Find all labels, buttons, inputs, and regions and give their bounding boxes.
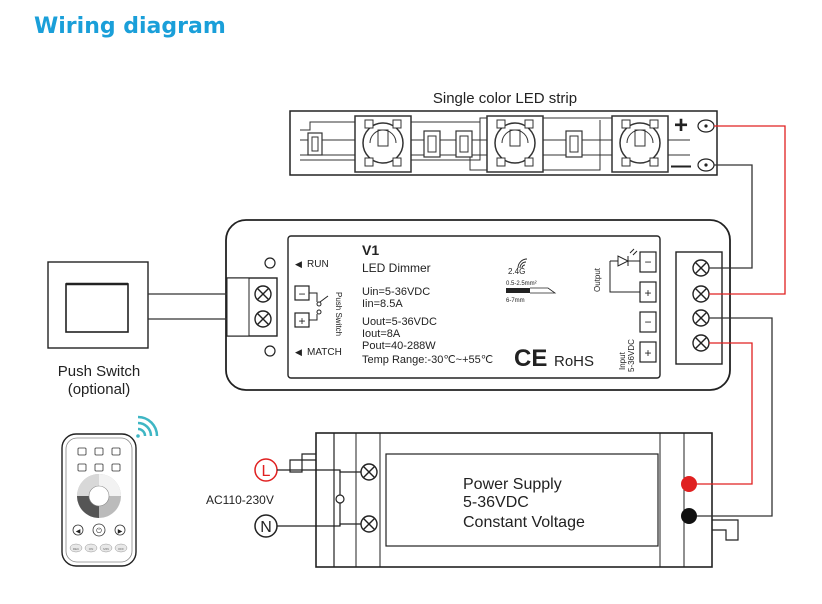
svg-text:MIN: MIN — [103, 547, 109, 551]
led-strip: Single color LED strip — [289, 90, 718, 177]
push-switch-optional: (optional) — [68, 381, 131, 398]
svg-text:+: + — [644, 286, 651, 300]
power-supply-type: Constant Voltage — [463, 514, 585, 531]
resistor-icon — [565, 130, 583, 158]
svg-text:6-7mm: 6-7mm — [506, 298, 525, 304]
svg-text:Pout=40-288W: Pout=40-288W — [362, 340, 436, 352]
svg-text:OFF: OFF — [118, 547, 124, 551]
led-chip-icon — [611, 115, 669, 173]
input-spec: 5-36VDC — [627, 339, 636, 372]
led-chip-icon — [486, 115, 544, 173]
rohs-mark: RoHS — [554, 353, 594, 370]
power-supply-name: Power Supply — [463, 476, 562, 493]
svg-text:ON: ON — [89, 547, 94, 551]
svg-text:Iout=8A: Iout=8A — [362, 328, 401, 340]
svg-text:N: N — [260, 519, 272, 536]
screw-terminal-icon — [254, 285, 272, 303]
svg-text:REC: REC — [73, 547, 80, 551]
led-strip-minus: — — [671, 155, 691, 177]
svg-text:Temp Range:-30℃~+55℃: Temp Range:-30℃~+55℃ — [362, 354, 493, 366]
screw-terminal-icon — [692, 334, 710, 352]
svg-text:L: L — [262, 463, 271, 480]
screw-terminal-icon — [692, 309, 710, 327]
svg-text:−: − — [298, 287, 305, 301]
screw-terminal-icon — [254, 310, 272, 328]
svg-text:Uout=5-36VDC: Uout=5-36VDC — [362, 316, 437, 328]
screw-terminal-icon — [360, 463, 378, 481]
wireless-signal-icon — [517, 258, 528, 269]
svg-text:◀: ◀ — [76, 528, 81, 535]
svg-text:+: + — [298, 314, 305, 328]
push-switch-terminal-label: Push Switch — [334, 292, 343, 336]
remote-nav-buttons — [72, 523, 126, 537]
run-label: RUN — [307, 259, 329, 270]
output-label: Output — [593, 267, 602, 292]
model-label: V1 — [362, 242, 379, 258]
led-symbol-icon — [610, 248, 640, 267]
negative-output-terminal — [681, 508, 697, 524]
positive-output-terminal — [681, 476, 697, 492]
product-name: LED Dimmer — [362, 261, 431, 275]
remote-control: ◀ ⏻ ▶ REC ON MIN OFF — [61, 415, 159, 567]
ce-mark: CE — [514, 345, 547, 372]
screw-terminal-icon — [360, 515, 378, 533]
svg-text:◀: ◀ — [295, 259, 302, 269]
led-strip-plus: + — [674, 112, 688, 139]
svg-text:Iin=8.5A: Iin=8.5A — [362, 298, 403, 310]
input-label: Input — [618, 351, 627, 370]
svg-text:−: − — [644, 315, 651, 329]
push-switch: Push Switch (optional) — [47, 261, 149, 398]
page-title: Wiring diagram — [34, 14, 226, 39]
led-strip-label: Single color LED strip — [433, 90, 577, 107]
resistor-icon — [423, 130, 441, 158]
led-chip-icon — [354, 115, 412, 173]
svg-text:0.5-2.5mm²: 0.5-2.5mm² — [506, 281, 537, 287]
svg-text:◀: ◀ — [295, 347, 302, 357]
frequency-label: 2.4G — [508, 267, 525, 276]
screw-terminal-icon — [692, 259, 710, 277]
led-dimmer-controller: ◀ RUN ◀ MATCH − + Push Switch V1 LED Dim… — [225, 219, 731, 391]
wireless-signal-icon — [136, 415, 159, 438]
resistor-icon — [307, 132, 323, 156]
svg-text:Uin=5-36VDC: Uin=5-36VDC — [362, 286, 430, 298]
push-switch-label: Push Switch — [58, 363, 141, 380]
ac-voltage-label: AC110-230V — [206, 493, 274, 507]
screw-terminal-icon — [692, 285, 710, 303]
svg-text:+: + — [644, 346, 651, 360]
power-supply-voltage: 5-36VDC — [463, 494, 529, 511]
svg-text:▶: ▶ — [118, 528, 123, 535]
svg-text:−: − — [644, 255, 651, 269]
ac-input: L N AC110-230V — [206, 458, 361, 538]
match-label: MATCH — [307, 347, 342, 358]
power-supply: Power Supply 5-36VDC Constant Voltage — [289, 432, 739, 568]
resistor-icon — [455, 130, 473, 158]
color-wheel-icon — [77, 474, 121, 518]
svg-text:⏻: ⏻ — [96, 527, 102, 535]
